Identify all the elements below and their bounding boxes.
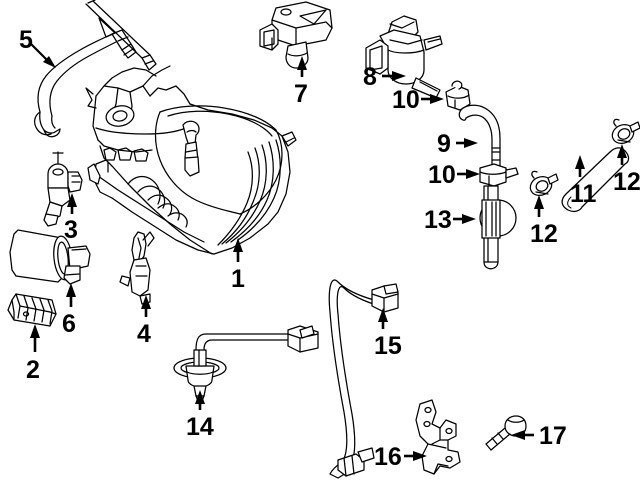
callout-label-17: 17 <box>539 422 567 450</box>
part-8-vacuum-valve <box>365 15 443 99</box>
part-6-canister-filter <box>9 229 91 285</box>
part-7-pressure-sensor <box>259 1 333 69</box>
part-5-vapor-hose <box>33 0 157 138</box>
callout-label-7: 7 <box>294 80 308 108</box>
callout-label-10a: 10 <box>392 86 420 114</box>
part-11-straight-hose <box>561 147 630 213</box>
callout-label-5: 5 <box>19 26 33 54</box>
part-16-wire-bracket <box>415 399 461 475</box>
callout-leaders <box>30 43 627 461</box>
callout-label-4: 4 <box>137 320 151 348</box>
part-1-vapor-canister <box>85 65 297 255</box>
callout-label-3: 3 <box>64 216 78 244</box>
callout-label-1: 1 <box>231 265 245 293</box>
callout-label-10b: 10 <box>428 161 456 189</box>
callout-label-8: 8 <box>363 63 377 91</box>
callout-label-13: 13 <box>424 206 452 234</box>
callout-label-12b: 12 <box>613 168 640 196</box>
callout-label-6: 6 <box>62 310 76 338</box>
callout-label-12a: 12 <box>530 220 558 248</box>
part-14-oxygen-sensor-upstream <box>173 325 319 407</box>
part-15-oxygen-sensor-downstream <box>328 279 399 479</box>
callout-label-15: 15 <box>374 332 402 360</box>
part-12a-hose-clamp <box>529 170 559 197</box>
part-2-bracket-plate <box>7 293 57 327</box>
part-4-mounting-bracket <box>119 231 155 305</box>
part-10b-hose-clamp <box>479 163 519 187</box>
callout-label-16: 16 <box>374 443 402 471</box>
part-10a-hose-clamp <box>445 80 471 111</box>
part-12b-hose-clamp <box>611 118 640 145</box>
callout-label-11: 11 <box>570 180 597 208</box>
callout-label-14: 14 <box>186 413 214 441</box>
callout-label-9: 9 <box>437 130 451 158</box>
callout-label-2: 2 <box>26 356 40 384</box>
part-13-check-valve <box>479 185 517 270</box>
part-3-purge-solenoid <box>43 151 83 227</box>
